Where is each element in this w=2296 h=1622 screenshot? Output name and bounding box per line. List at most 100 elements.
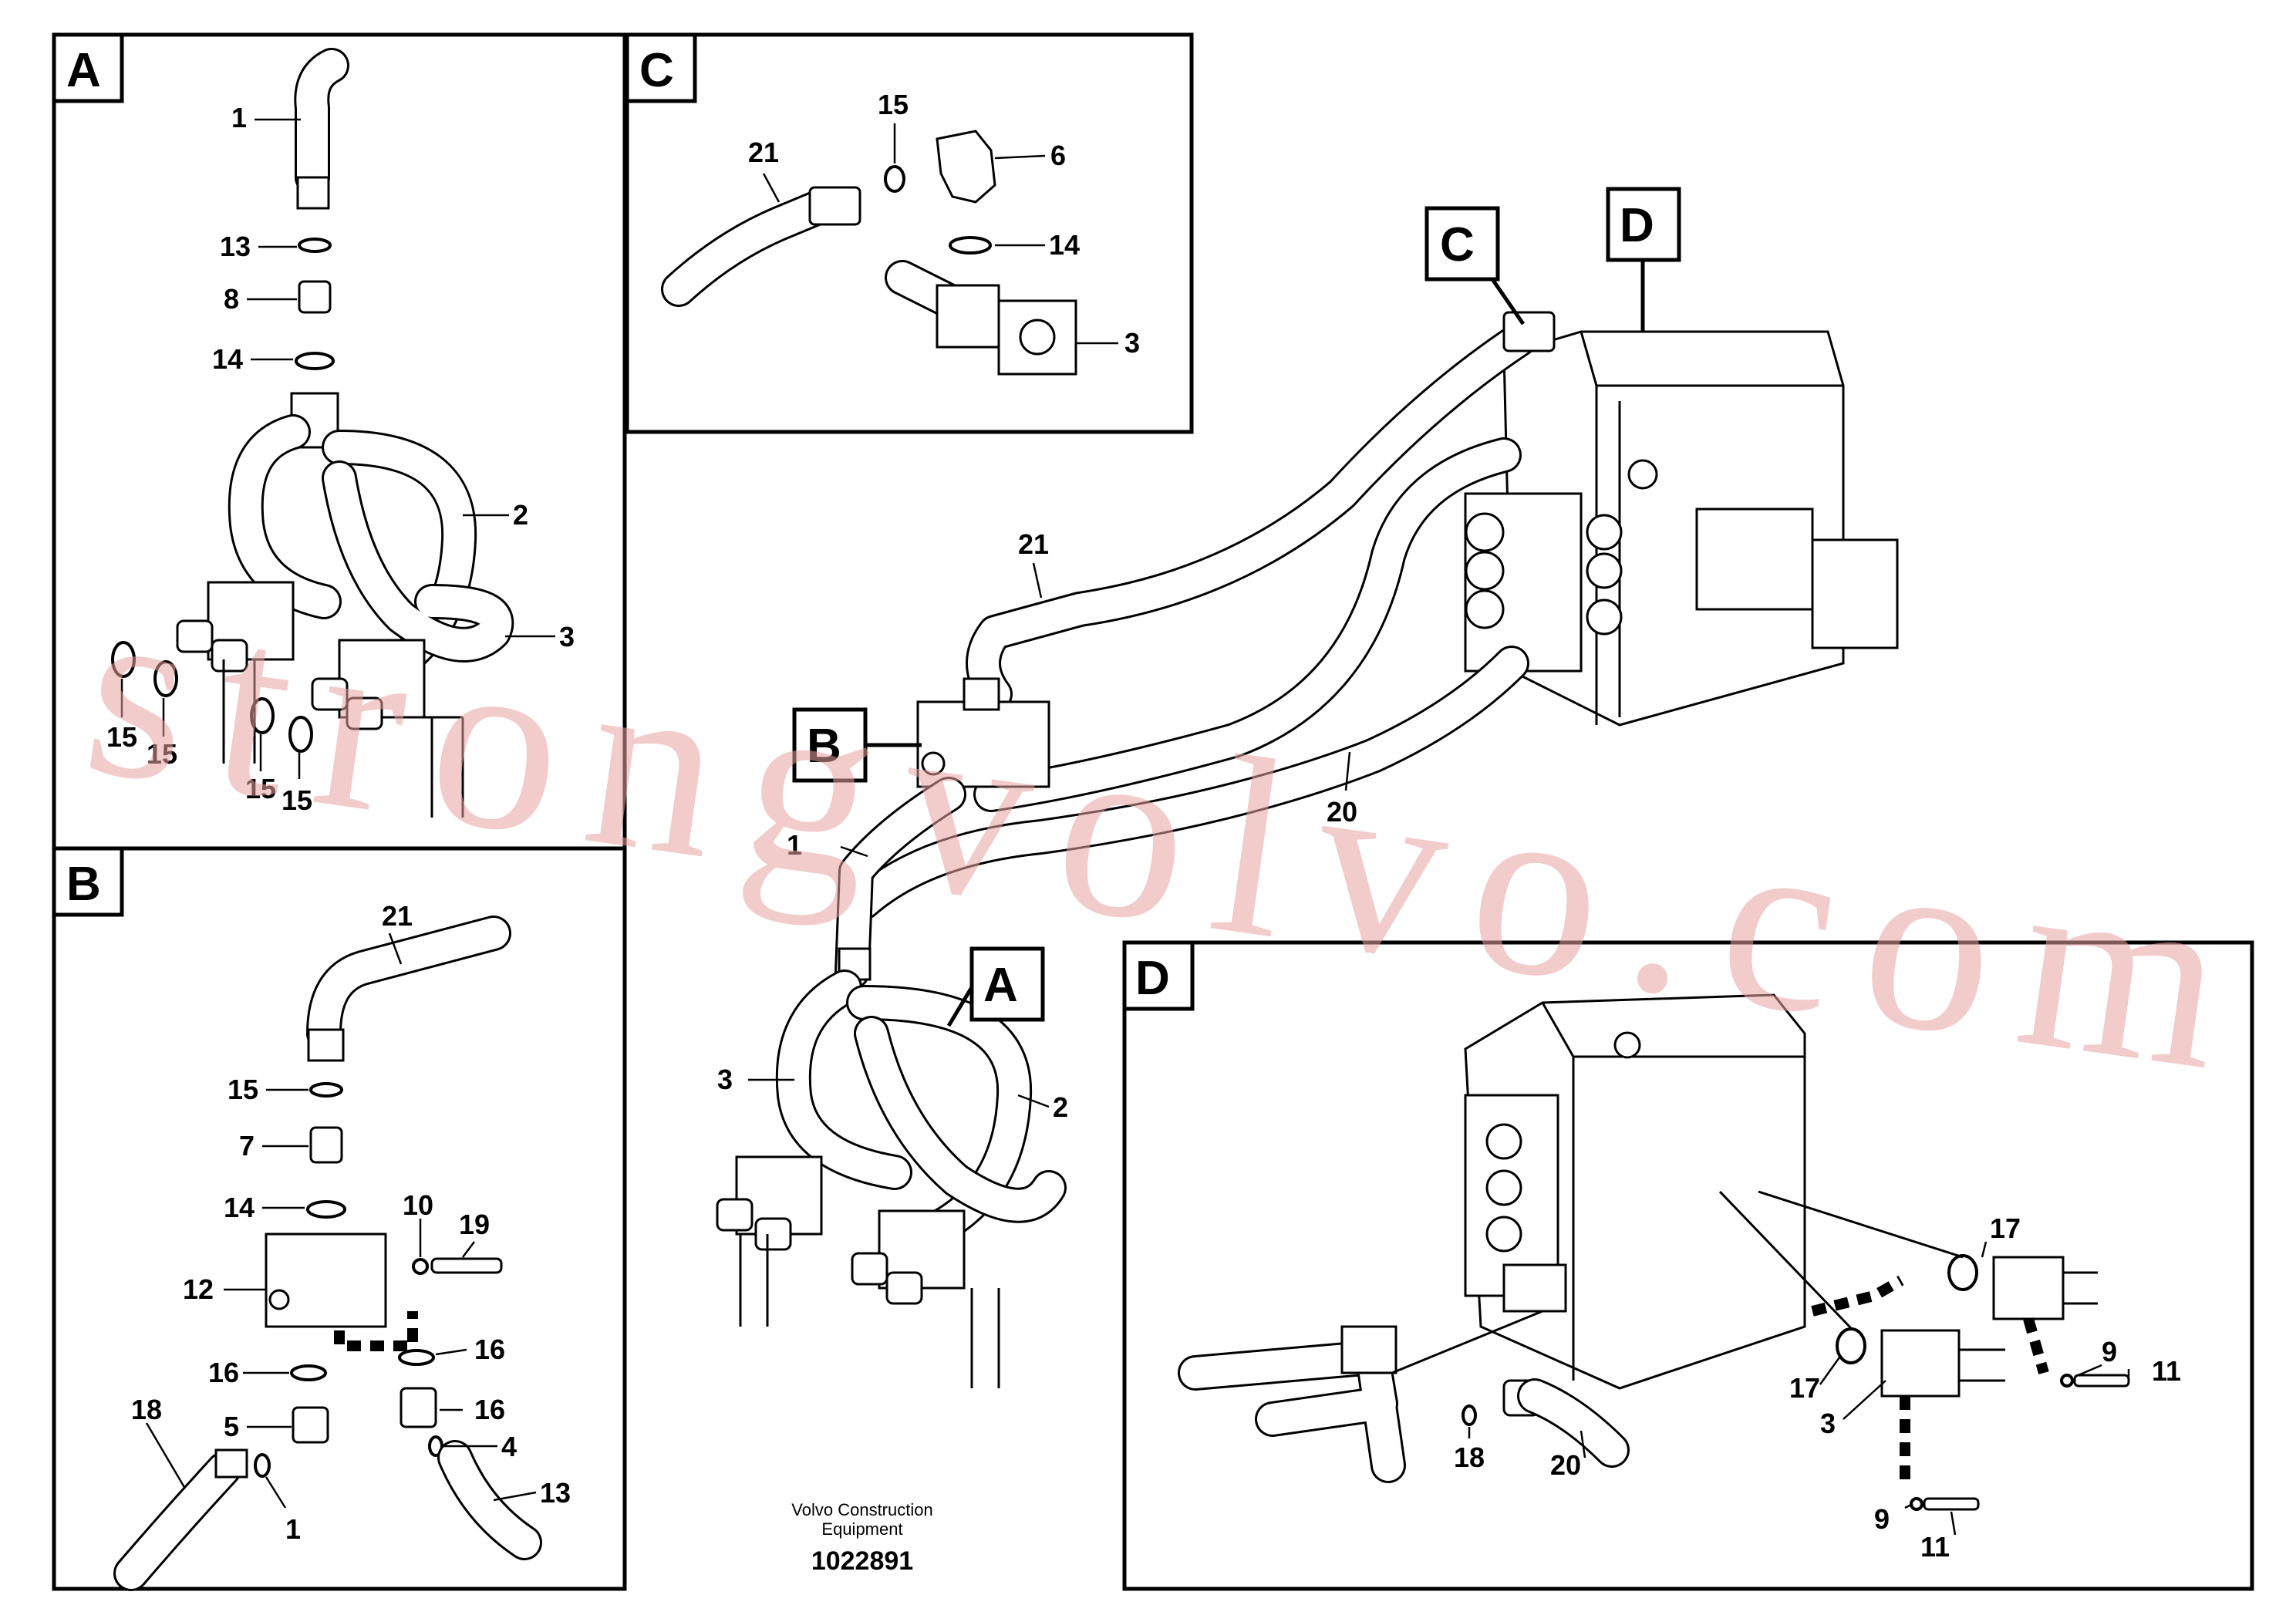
main-tag-c: C [1440,218,1475,271]
o-ring [254,1453,271,1478]
split-flange [1992,1256,2065,1320]
port-fitting [885,1271,923,1305]
main-callout-20: 20 [1327,796,1357,828]
pipe-flange [1340,1325,1397,1374]
callout-5: 16 [474,1394,505,1425]
callout-21: 21 [382,900,413,932]
valve-section [1695,508,1814,611]
washer [412,1258,429,1275]
solenoid [1586,599,1623,636]
hose-fitting [808,186,861,226]
panel-a: A [52,32,627,851]
doc-number: 1022891 [811,1546,913,1576]
callout-11: 11 [2152,1355,2181,1387]
flange-block [936,284,1000,349]
callout-20: 20 [1550,1449,1581,1481]
callout-14: 14 [212,343,243,375]
panel-a-tag: A [66,44,101,97]
callout-14: 14 [224,1192,255,1223]
callout-12: 12 [183,1273,214,1305]
hose-fitting [307,1028,345,1062]
callout-19: 19 [459,1209,490,1240]
bolt [2073,1374,2130,1388]
elbow-fitting [1502,311,1556,352]
company-line-2: Equipment [821,1519,902,1539]
port-flange [1502,1263,1567,1313]
callout-13: 13 [220,231,251,262]
port-fitting [754,1217,792,1251]
washer [1910,1497,1923,1511]
callout-8: 8 [224,283,239,315]
callout-15: 15 [282,784,312,816]
main-tag-d: D [1620,199,1654,252]
solenoid [1586,552,1623,589]
solenoid [1465,589,1505,629]
block-port [921,751,946,776]
callout-17: 17 [1990,1212,2021,1244]
callout-13: 1 [285,1513,301,1545]
panel-d-tag: D [1135,952,1170,1005]
port-fitting [716,1198,754,1232]
o-ring [306,1200,346,1219]
port-fitting [311,677,349,711]
solenoid [1485,1123,1522,1160]
hose-fitting [296,176,330,210]
callout-4: 5 [224,1411,239,1442]
solenoid [1465,551,1505,591]
o-ring [288,716,313,753]
tag-d-box [1606,187,1681,262]
block-port [268,1289,290,1310]
tag-b-box [792,707,868,783]
callout-15: 15 [106,721,137,753]
main-assembly: C D B A 21 1 20 3 2 [716,187,1899,1388]
o-ring [153,660,178,697]
solenoid [1465,512,1505,552]
solenoid [1485,1169,1522,1206]
o-ring [398,1349,435,1366]
main-tag-b: B [807,720,841,773]
mount-bracket [207,581,295,661]
washer [2060,1374,2074,1388]
o-ring [309,1082,343,1098]
tag-a-box [969,946,1045,1022]
main-tag-a: A [983,959,1018,1012]
callout-10: 10 [403,1189,433,1221]
o-ring [1947,1254,1978,1291]
hose-fitting [214,1448,248,1479]
o-ring [298,238,332,253]
callout-2: 2 [513,499,528,531]
watermark: strongvolvo.com [72,545,2271,1128]
port-fitting [211,639,248,673]
port-plug [1613,1031,1641,1059]
valve-section [1811,538,1899,649]
bolt [1923,1497,1980,1511]
elbow-fitting [400,1387,437,1428]
callout-15: 15 [245,773,276,804]
main-callout-21: 21 [1018,528,1049,560]
o-ring [884,165,905,193]
o-ring [1836,1327,1866,1364]
callout-15: 15 [878,89,909,120]
callout-3: 3 [559,621,575,653]
manifold-block [265,1233,387,1328]
port-fitting [346,696,383,730]
callout-16: 16 [208,1357,239,1388]
elbow-fitting [936,130,996,204]
footer: Volvo Construction Equipment 1022891 [791,1500,932,1576]
company-line-1: Volvo Construction [791,1500,932,1519]
panel-b: B 21 [52,846,627,1591]
main-callout-3: 3 [717,1064,733,1095]
callout-18: 18 [1454,1442,1485,1473]
o-ring [949,236,992,255]
port-fitting [851,1252,888,1286]
o-ring [1462,1404,1477,1426]
callout-16: 16 [474,1334,505,1365]
callout-15: 15 [228,1074,258,1105]
callout-14: 14 [1049,229,1080,261]
adapter-fitting [309,1126,343,1164]
hose-fitting [963,677,1000,711]
callout-21: 21 [748,137,779,168]
main-callout-1: 1 [787,829,802,861]
callout-11: 11 [1920,1531,1950,1563]
